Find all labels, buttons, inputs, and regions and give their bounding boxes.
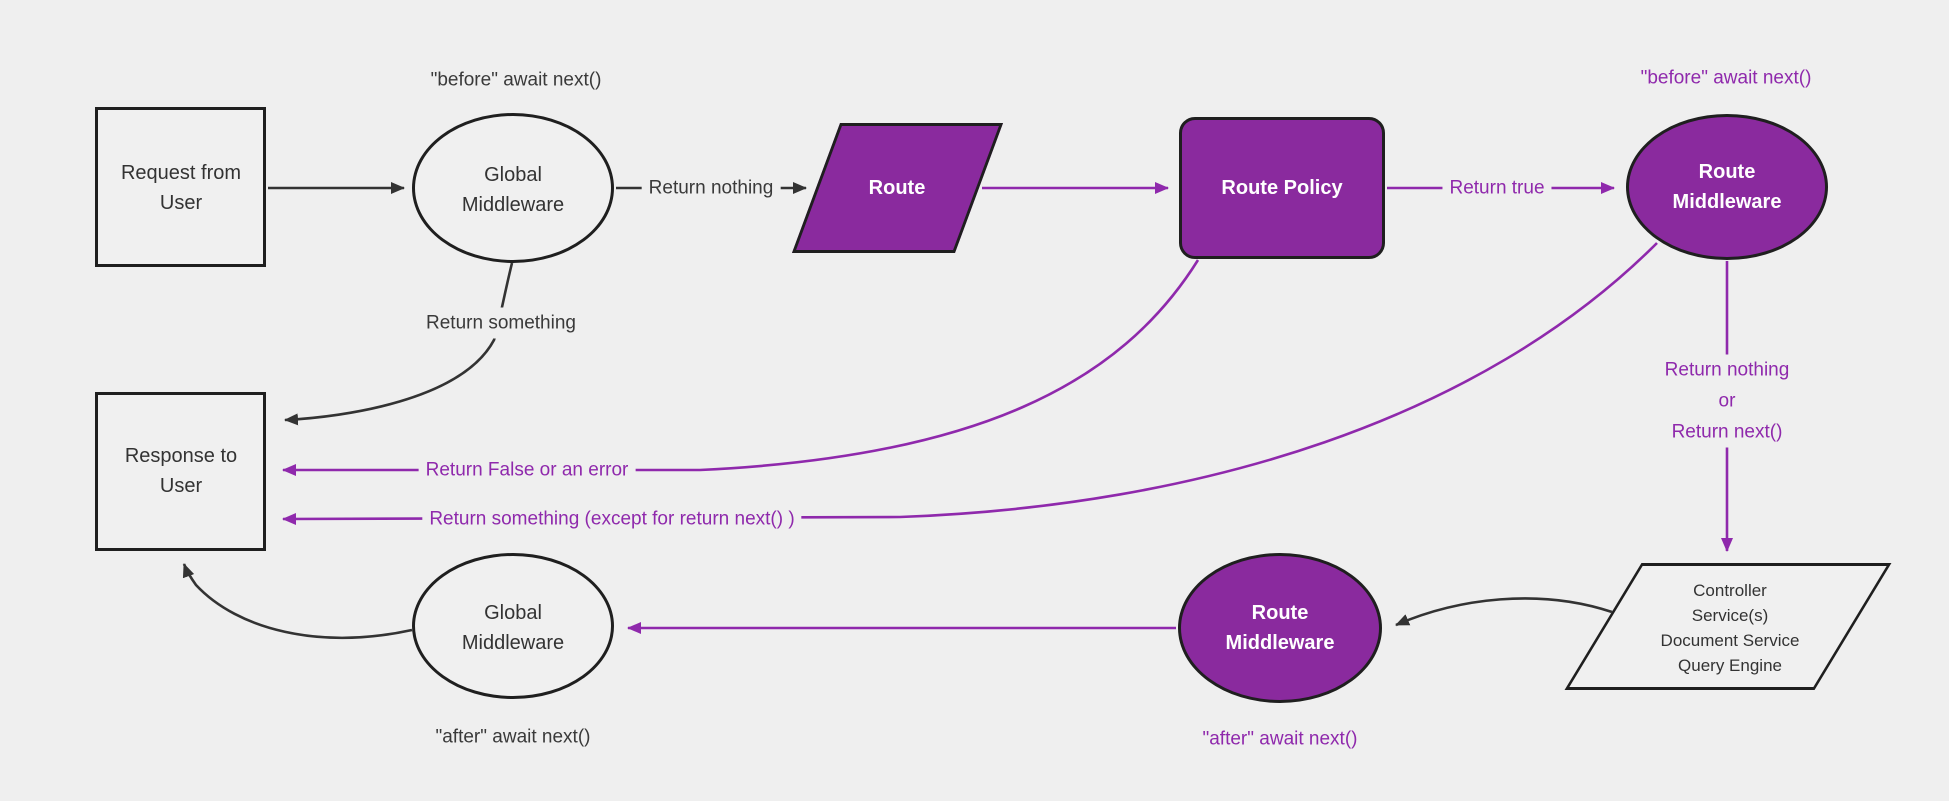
global-middleware-top-label: Global Middleware: [461, 164, 565, 216]
global-middleware-bottom-label: Global Middleware: [461, 602, 565, 654]
return-something-label: Return something: [419, 307, 583, 339]
edge-services-to-route-middleware: [1395, 597, 1613, 627]
response-node-label: Response to User: [124, 445, 238, 497]
return-true-label: Return true: [1442, 172, 1552, 204]
before-await-route-label: "before" await next(): [1640, 67, 1812, 89]
route-middleware-bottom-label: Route Middleware: [1225, 602, 1335, 654]
return-false-or-error-label: Return False or an error: [418, 454, 636, 486]
return-nothing-label: Return nothing: [641, 172, 781, 204]
node-route-middleware-bottom: [1178, 553, 1382, 703]
request-node-label: Request from User: [120, 162, 242, 214]
node-global-middleware-bottom: [412, 553, 614, 699]
edge-return-false-or-error: [282, 259, 1200, 476]
return-something-except-label: Return something (except for return next…: [422, 503, 802, 535]
route-node-label: Route: [868, 177, 926, 199]
node-route-middleware-top: [1626, 114, 1828, 260]
return-nothing-or-next-label: Return nothing or Return next(): [1657, 354, 1797, 448]
node-request-from-user: [95, 107, 266, 267]
edge-global-mw-to-response: [182, 563, 413, 640]
after-await-global-label: "after" await next(): [435, 726, 591, 748]
node-response-to-user: [95, 392, 266, 551]
after-await-route-label: "after" await next(): [1202, 728, 1358, 750]
route-middleware-top-label: Route Middleware: [1672, 161, 1782, 213]
before-await-global-label: "before" await next(): [430, 69, 602, 91]
edge-return-something-except: [282, 242, 1658, 525]
node-route-policy: [1179, 117, 1385, 259]
route-policy-label: Route Policy: [1221, 177, 1343, 199]
services-node-label: Controller Service(s) Document Service Q…: [1660, 581, 1800, 675]
edge-return-something: [284, 262, 514, 426]
node-global-middleware-top: [412, 113, 614, 263]
